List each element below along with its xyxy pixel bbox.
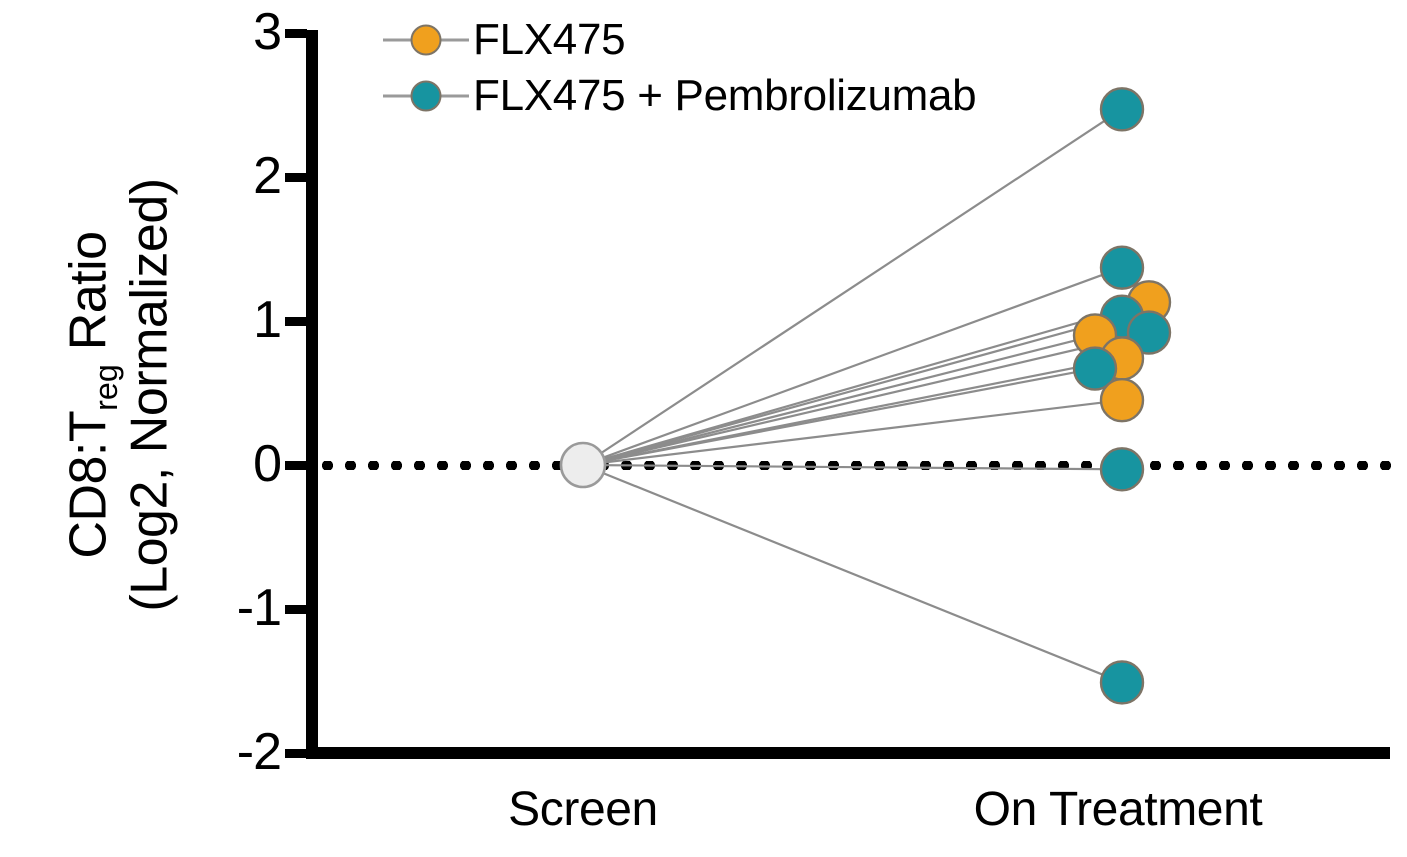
y-axis-tick-label: 3 [253,3,282,61]
legend-item-flx475[interactable]: FLX475 [383,12,976,68]
legend-label-flx475-pembrolizumab: FLX475 + Pembrolizumab [473,71,977,120]
data-point-marker[interactable] [1126,310,1172,355]
legend-item-flx475-pembrolizumab[interactable]: FLX475 + Pembrolizumab [383,68,977,124]
legend-marker-icon [383,23,469,57]
y-axis-tick [285,749,307,758]
y-axis-tick-label: -1 [236,579,282,637]
data-point-marker[interactable] [1099,245,1145,290]
connector-line [582,334,1096,467]
connector-line [582,399,1123,467]
x-axis-label-screen: Screen [508,783,658,836]
connector-line [582,367,1096,467]
connector-line [582,463,1123,471]
zero-reference-line [316,461,1391,470]
connector-line [582,108,1123,466]
data-point-marker[interactable] [1099,447,1145,492]
legend-marker-icon [383,79,469,113]
chart-legend: FLX475 FLX475 + Pembrolizumab [383,12,977,124]
data-point-marker[interactable] [1072,346,1118,391]
data-point-marker[interactable] [1099,378,1145,423]
x-axis-label-on-treatment: On Treatment [973,783,1263,836]
legend-label-flx475: FLX475 [473,15,626,64]
connector-lines [582,108,1150,684]
y-axis-tick [285,461,307,470]
connector-line [582,463,1123,684]
connector-line [582,315,1123,467]
y-axis-tick-label: 0 [253,435,282,493]
y-axis-tick-label: -2 [236,723,282,781]
data-point-marker[interactable] [1099,660,1145,705]
screen-anchor-marker[interactable] [559,441,607,489]
data-point-marker[interactable] [1099,87,1145,132]
y-axis-tick-label: 2 [253,147,282,205]
y-axis-tick [285,605,307,614]
data-markers [559,87,1172,705]
y-axis-tick [285,317,307,326]
y-axis-tick [285,173,307,182]
x-axis-line [306,747,1390,759]
y-axis-tick [285,29,307,38]
connector-line [582,301,1150,467]
connector-line [582,331,1150,467]
y-axis-line [306,30,318,757]
connector-line [582,266,1123,467]
y-axis-tick-label: 1 [253,291,282,349]
